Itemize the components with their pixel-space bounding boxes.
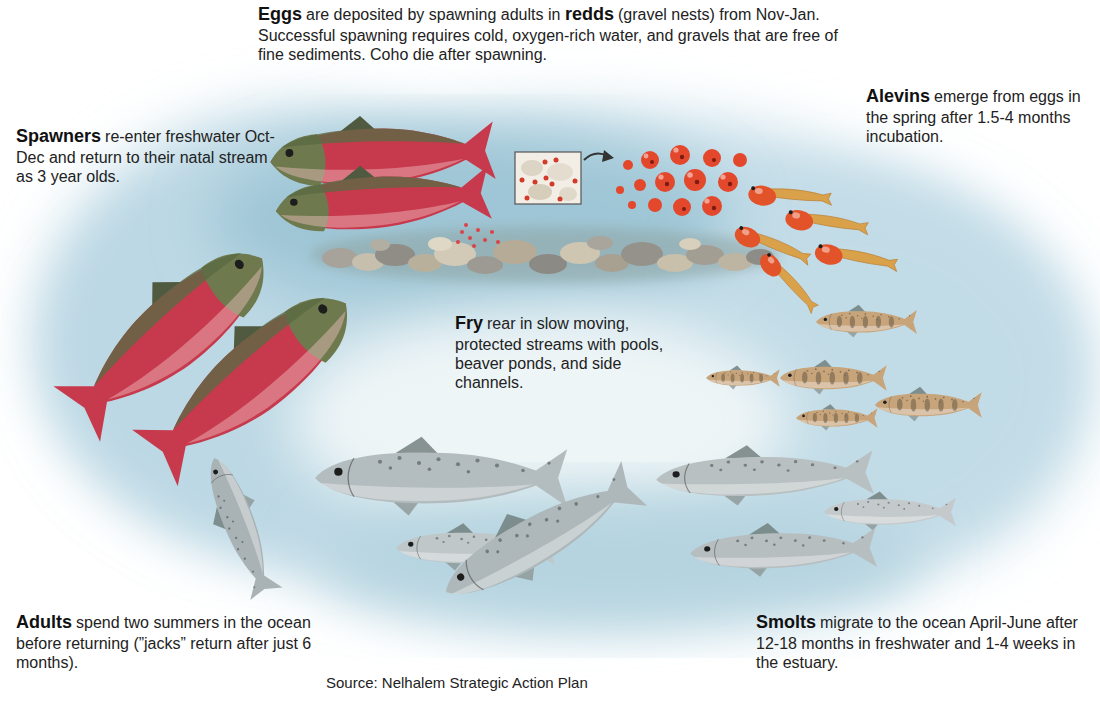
stage-note: Alevinsemerge from eggs in the spring af… xyxy=(866,86,1092,146)
salmon-eggs xyxy=(616,145,747,216)
stage-note: Spawnersre-enter freshwater Oct-Dec and … xyxy=(16,126,278,186)
spawned-eggs xyxy=(456,223,500,248)
stage-term: redds xyxy=(565,4,614,24)
smolt-fish xyxy=(655,441,874,508)
note-text: rear in slow moving, protected streams w… xyxy=(455,315,663,391)
stage-term: Smolts xyxy=(756,612,816,632)
adult-fish xyxy=(191,450,287,603)
stage-note: Fryrear in slow moving, protected stream… xyxy=(455,313,677,392)
spawner-fish xyxy=(273,155,492,238)
alevin-fish xyxy=(783,206,870,245)
redd-inset xyxy=(515,150,614,204)
note-text: are deposited by spawning adults in xyxy=(306,6,560,23)
smolt-fish xyxy=(689,519,877,579)
stage-note: Eggsare deposited by spawning adults in r… xyxy=(258,4,843,64)
stage-term: Fry xyxy=(455,313,483,333)
fry-fish xyxy=(780,360,887,395)
stage-term: Adults xyxy=(16,612,72,632)
adult-fish xyxy=(315,437,567,516)
stage-term: Spawners xyxy=(16,126,101,146)
smolt-fish xyxy=(824,492,956,531)
gravel-bed xyxy=(310,227,780,283)
fry-fish xyxy=(796,404,877,430)
alevin-fish xyxy=(756,249,820,320)
alevin-fish xyxy=(747,182,833,215)
fry-fish xyxy=(875,387,982,422)
water-ground xyxy=(40,110,1090,630)
stage-term: Alevins xyxy=(866,86,930,106)
fry-fish xyxy=(816,305,917,338)
stage-note: Adultsspend two summers in the ocean bef… xyxy=(16,612,338,672)
fry-fish xyxy=(706,365,780,389)
alevin-fish xyxy=(813,240,900,282)
source-caption: Source: Nelhalem Strategic Action Plan xyxy=(326,674,588,691)
stage-note: Smoltsmigrate to the ocean April-June af… xyxy=(756,612,1092,672)
spawner-fish xyxy=(122,263,369,486)
adult-fish xyxy=(428,451,651,621)
stage-term: Eggs xyxy=(258,4,302,24)
